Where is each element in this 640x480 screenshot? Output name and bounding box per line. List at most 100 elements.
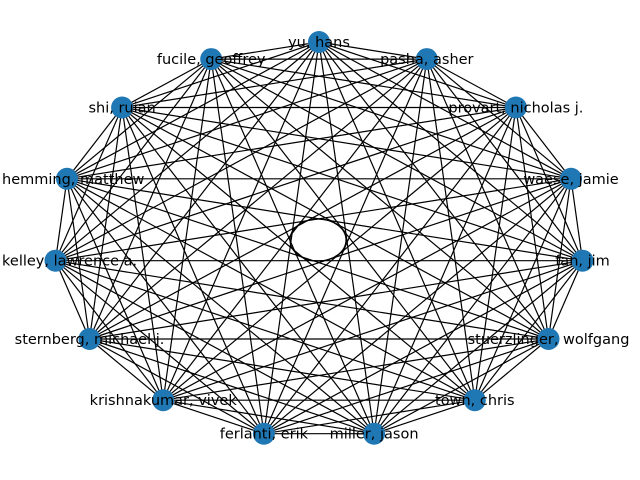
edge-10-13 xyxy=(88,107,123,340)
graph-node[interactable] xyxy=(308,31,330,53)
graph-node[interactable] xyxy=(78,328,101,350)
graph-node[interactable] xyxy=(571,249,594,272)
edge-4-14 xyxy=(210,58,583,262)
edge-8-13 xyxy=(121,107,265,434)
edge-11-12 xyxy=(54,178,68,261)
edge-0-1 xyxy=(318,41,427,60)
graph-node[interactable] xyxy=(111,96,134,119)
edge-4-10 xyxy=(89,260,583,340)
edge-12-14 xyxy=(66,58,212,180)
edge-5-9 xyxy=(163,338,549,401)
edge-6-12 xyxy=(66,178,476,401)
edge-12-13 xyxy=(66,107,123,180)
node-label: krishnakumar, vivek xyxy=(90,393,238,409)
edge-0-2 xyxy=(318,41,517,109)
edge-0-11 xyxy=(55,41,320,262)
edge-2-11 xyxy=(55,106,517,262)
edge-3-6 xyxy=(474,178,572,401)
edge-0-3 xyxy=(318,41,572,180)
edge-1-6 xyxy=(426,59,476,401)
graph-node[interactable] xyxy=(152,389,175,412)
edge-4-6 xyxy=(474,260,583,401)
edge-4-8 xyxy=(263,260,583,435)
edge-3-14 xyxy=(211,58,572,180)
edge-2-12 xyxy=(66,106,516,180)
edge-7-14 xyxy=(210,58,375,434)
edge-11-14 xyxy=(55,58,212,262)
edge-9-11 xyxy=(55,260,164,401)
graph-node[interactable] xyxy=(463,389,486,412)
graph-node[interactable] xyxy=(560,167,582,190)
edge-3-5 xyxy=(547,178,572,340)
edge-6-11 xyxy=(55,260,475,401)
edge-8-12 xyxy=(66,178,265,435)
node-label: ferlanti, erik xyxy=(220,427,309,443)
edge-9-13 xyxy=(121,107,164,401)
graph-node[interactable] xyxy=(200,48,223,71)
edge-6-14 xyxy=(210,58,476,401)
edge-3-9 xyxy=(162,178,572,401)
node-label: fan, jim xyxy=(555,254,610,270)
node-label: miller, jason xyxy=(330,427,419,443)
edge-6-13 xyxy=(121,107,476,401)
edges-group xyxy=(54,41,584,435)
node-label: town, chris xyxy=(435,393,515,409)
edge-0-6 xyxy=(318,41,476,401)
edge-7-12 xyxy=(66,178,375,435)
graph-node[interactable] xyxy=(44,249,67,272)
edge-2-8 xyxy=(263,107,517,435)
edge-3-4 xyxy=(570,178,584,261)
edge-2-5 xyxy=(515,107,550,340)
edge-8-9 xyxy=(163,399,265,435)
edge-10-14 xyxy=(88,58,212,340)
edge-8-10 xyxy=(89,338,265,435)
edge-0-10 xyxy=(89,41,320,340)
edge-1-5 xyxy=(426,58,550,340)
node-label: shi, ruian xyxy=(88,101,155,117)
edge-0-12 xyxy=(66,41,320,180)
edge-8-14 xyxy=(210,59,265,434)
edge-1-3 xyxy=(426,58,572,180)
edge-7-11 xyxy=(55,260,375,435)
edge-1-13 xyxy=(122,58,427,109)
graph-node[interactable] xyxy=(504,96,527,119)
edge-11-13 xyxy=(54,107,123,261)
edge-5-8 xyxy=(263,338,549,435)
edge-2-14 xyxy=(211,58,516,109)
edge-6-7 xyxy=(373,399,475,435)
graph-node[interactable] xyxy=(56,167,78,190)
edge-5-13 xyxy=(121,106,549,340)
edge-1-4 xyxy=(426,58,583,262)
edge-5-7 xyxy=(373,338,549,435)
edge-0-4 xyxy=(318,41,583,262)
edge-7-10 xyxy=(89,338,375,435)
edge-1-10 xyxy=(89,58,428,340)
edge-1-7 xyxy=(373,59,428,434)
edge-2-6 xyxy=(474,107,517,401)
node-label: waese, jamie xyxy=(523,172,618,188)
edge-9-12 xyxy=(66,178,164,401)
edge-6-8 xyxy=(263,399,475,435)
node-label: kelley, lawrence a. xyxy=(2,254,137,270)
edge-2-7 xyxy=(373,107,517,434)
edge-13-14 xyxy=(121,58,212,109)
edge-4-5 xyxy=(547,260,584,340)
edge-10-11 xyxy=(54,260,91,340)
edge-1-2 xyxy=(426,58,517,109)
graph-node[interactable] xyxy=(363,422,386,445)
edge-3-7 xyxy=(373,178,572,435)
edge-2-4 xyxy=(515,107,584,261)
edge-4-13 xyxy=(121,106,583,262)
graph-node[interactable] xyxy=(415,48,438,71)
edge-0-13 xyxy=(121,41,320,109)
graph-node[interactable] xyxy=(252,422,275,445)
node-label: stuerzlinger, wolfgang xyxy=(468,332,630,348)
edge-5-14 xyxy=(210,58,549,340)
edge-4-7 xyxy=(373,260,583,435)
edge-0-5 xyxy=(318,41,549,340)
graph-node[interactable] xyxy=(537,328,560,350)
edge-9-10 xyxy=(89,338,164,401)
node-label: pasha, asher xyxy=(380,52,473,68)
